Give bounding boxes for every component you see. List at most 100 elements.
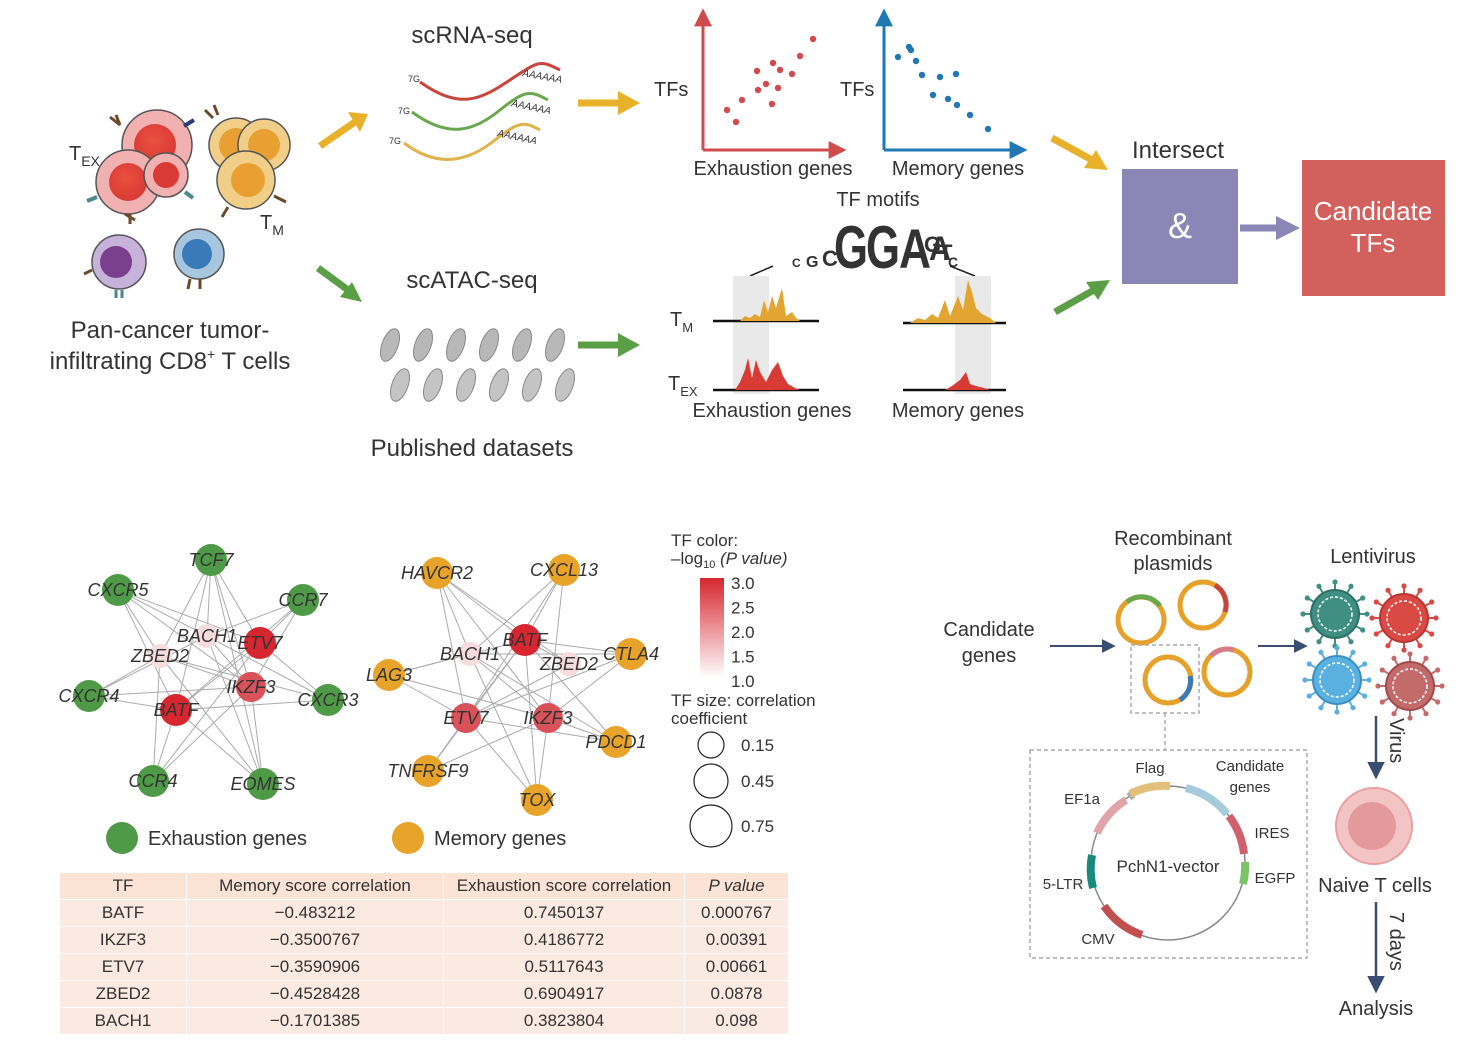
- track-tex-label: T: [668, 373, 680, 395]
- plot1-ylabel: TFs: [654, 79, 688, 101]
- network-node: [195, 544, 227, 576]
- cells-title-line1: Pan-cancer tumor-: [71, 317, 270, 344]
- color-legend-sub-base: 10: [703, 559, 715, 571]
- network-edge: [88, 635, 208, 697]
- nucleosome: [389, 368, 411, 402]
- scatter-point: [809, 35, 817, 43]
- scatter-point: [944, 95, 952, 103]
- network-node-label: PDCD1: [585, 732, 646, 752]
- scatter-point: [776, 66, 784, 74]
- scatter-point: [738, 96, 746, 104]
- scatter-point: [907, 46, 915, 54]
- network-node: [521, 784, 553, 816]
- network-edge: [210, 559, 261, 644]
- network-edge: [117, 589, 177, 711]
- network-node-label: BACH1: [440, 644, 500, 664]
- vector-part-flag: Flag: [1135, 760, 1164, 777]
- network-node-label: CXCR5: [87, 580, 149, 600]
- table-cell: −0.1701385: [186, 1007, 444, 1035]
- scatter-point: [912, 57, 920, 65]
- table-row: IKZF3 −0.3500767 0.4186772 0.00391: [60, 926, 788, 954]
- network-edge: [206, 599, 304, 637]
- legend-memory-dot: [392, 822, 424, 854]
- size-legend: 0.150.450.75: [689, 731, 774, 848]
- network-edge: [465, 639, 526, 719]
- table-header-pvalue: P value: [684, 873, 788, 900]
- table-header-exhaustion: Exhaustion score correlation: [443, 873, 685, 900]
- cap-label: 7G: [408, 74, 420, 84]
- svg-text:C: C: [792, 256, 801, 270]
- scatter-point: [774, 84, 782, 92]
- network-node: [600, 726, 632, 758]
- arrow-to-scrna: [318, 119, 357, 149]
- svg-text:G: G: [806, 254, 818, 271]
- size-legend-circle: [689, 804, 733, 848]
- candidate-genes-line2: genes: [962, 645, 1017, 667]
- network-node: [533, 703, 563, 733]
- network-node: [412, 755, 444, 787]
- track-tm-label: T: [670, 309, 682, 331]
- cells-title-line2: infiltrating CD8: [50, 348, 207, 375]
- svg-text:TM: TM: [260, 212, 284, 238]
- table-cell: 0.00661: [684, 953, 788, 981]
- track-tex-sub: EX: [680, 384, 698, 399]
- intersect-label: Intersect: [1132, 137, 1224, 164]
- network-node-label: LAG3: [366, 665, 412, 685]
- virus-label: Virus: [1385, 718, 1407, 763]
- network-edge: [547, 653, 632, 719]
- network-edge: [175, 709, 264, 785]
- and-symbol: &: [1168, 205, 1192, 246]
- network-edge: [250, 599, 304, 688]
- arrow-tracks-to-intersect: [1053, 286, 1096, 316]
- network-node-label: EOMES: [230, 774, 295, 794]
- network-node: [148, 644, 172, 668]
- network-edge: [159, 559, 212, 657]
- virus-particle: [1302, 645, 1372, 715]
- network-node: [244, 627, 276, 659]
- network-node: [557, 652, 581, 676]
- network-node: [548, 554, 580, 586]
- network-edge: [175, 699, 329, 711]
- network-node-label: ZBED2: [539, 654, 598, 674]
- table-cell: −0.3590906: [186, 953, 444, 981]
- size-legend-circle: [693, 763, 729, 799]
- vector-name: PchN1-vector: [1117, 857, 1220, 876]
- motif-letter: T: [939, 240, 953, 265]
- network-edge: [427, 717, 549, 772]
- network-edge: [117, 589, 252, 688]
- network-edge: [250, 686, 264, 785]
- network-node-label: CXCR4: [58, 686, 119, 706]
- polya-label: AAAAAA: [520, 68, 563, 86]
- tex-cell: [86, 109, 196, 224]
- naive-cells: [83, 228, 225, 298]
- scatter-point: [768, 100, 776, 108]
- vector-map-frame: [1029, 749, 1308, 959]
- table-header-row: TF Memory score correlation Exhaustion s…: [60, 873, 788, 900]
- arrow-plots-to-intersect: [1050, 134, 1094, 164]
- network-node-label: ETV7: [443, 708, 489, 728]
- track1-xlabel: Exhaustion genes: [692, 400, 851, 422]
- scatter-point: [788, 70, 796, 78]
- motif-letter: G: [866, 214, 900, 281]
- network2-edges: [388, 569, 632, 801]
- network-node: [137, 765, 169, 797]
- network-edge: [469, 653, 538, 801]
- table-cell: 0.5117643: [443, 953, 685, 981]
- network-node: [458, 642, 482, 666]
- tm-label: T: [260, 212, 272, 234]
- arrow-intersect-to-candidates-head: [1276, 216, 1300, 240]
- days-label: 7 days: [1385, 912, 1407, 971]
- table-cell: 0.3823804: [443, 1007, 685, 1035]
- scatter-point: [952, 70, 960, 78]
- network-edge: [152, 655, 161, 782]
- vector-part-genes: genes: [1230, 779, 1271, 796]
- network-edge: [175, 559, 212, 711]
- vector-part-candidate: Candidate: [1216, 758, 1284, 775]
- table-row: BACH1 −0.1701385 0.3823804 0.098: [60, 1007, 788, 1035]
- network-node-label: TOX: [519, 790, 557, 810]
- nucleosome-illustration: [379, 328, 576, 402]
- size-legend-tick: 0.75: [741, 817, 774, 836]
- table-row: ZBED2 −0.4528428 0.6904917 0.0878: [60, 980, 788, 1008]
